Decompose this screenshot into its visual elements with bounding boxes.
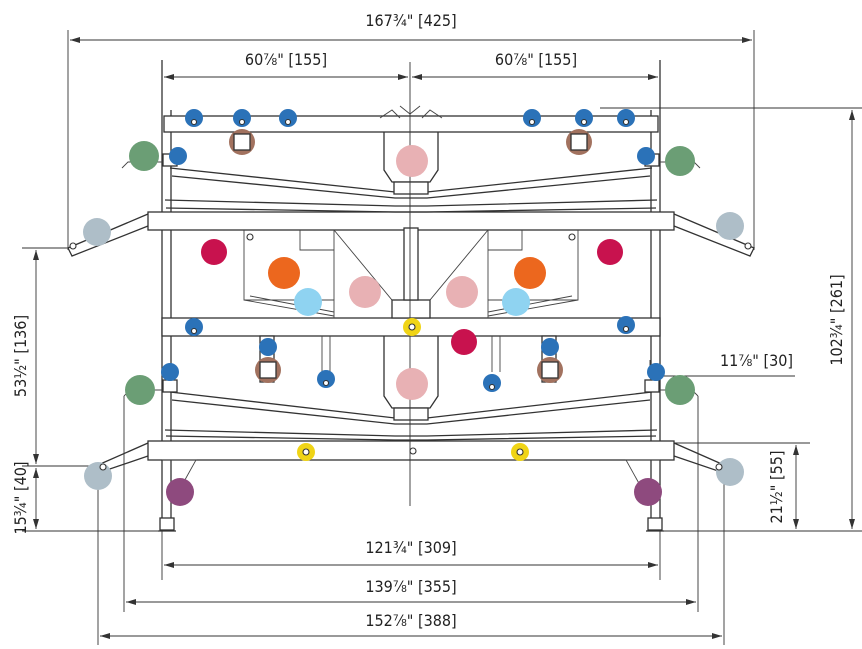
marker-pink (446, 276, 478, 308)
marker-blue (647, 363, 665, 381)
marker-blue (541, 338, 559, 356)
marker-green (129, 141, 159, 171)
marker-pink (349, 276, 381, 308)
markers-light-blue (294, 288, 530, 316)
inner-width-label: 121¾" [309] (365, 538, 456, 557)
marker-blue (575, 109, 593, 127)
markers-orange (268, 257, 546, 289)
marker-orange (268, 257, 300, 289)
marker-blue (637, 147, 655, 165)
right-half-label: 60⅞" [155] (495, 50, 577, 69)
marker-blue (279, 109, 297, 127)
markers-green (125, 141, 695, 405)
marker-green (665, 146, 695, 176)
marker-blue (523, 109, 541, 127)
marker-blue (185, 109, 203, 127)
total-height-label: 102¾" [261] (827, 274, 846, 365)
marker-blue (169, 147, 187, 165)
overall-width-label: 167¾" [425] (365, 11, 456, 30)
marker-crimson (201, 239, 227, 265)
marker-blue (317, 370, 335, 388)
left-base-height-label: 15¾" [40] (11, 462, 30, 535)
right-step-label: 11⅞" [30] (720, 351, 793, 370)
marker-green (125, 375, 155, 405)
marker-blue (161, 363, 179, 381)
outer-width-label: 152⅞" [388] (365, 611, 456, 630)
marker-grey (84, 462, 112, 490)
marker-blue (259, 338, 277, 356)
dimension-labels: 167¾" [425] 60⅞" [155] 60⅞" [155] 102¾" … (11, 11, 846, 630)
marker-light-blue (502, 288, 530, 316)
right-base-height-label: 21½" [55] (767, 451, 786, 524)
marker-pink (396, 368, 428, 400)
marker-pink (396, 145, 428, 177)
marker-blue (617, 316, 635, 334)
frame-structure (67, 60, 755, 532)
markers-pink (349, 145, 478, 400)
marker-purple (634, 478, 662, 506)
marker-blue (483, 374, 501, 392)
marker-blue (617, 109, 635, 127)
mid-width-label: 139⅞" [355] (365, 577, 456, 596)
dimension-lines (22, 30, 862, 645)
marker-grey (716, 458, 744, 486)
marker-blue (185, 318, 203, 336)
marker-blue (233, 109, 251, 127)
markers-blue (161, 109, 665, 392)
marker-light-blue (294, 288, 322, 316)
marker-orange (514, 257, 546, 289)
marker-grey (83, 218, 111, 246)
marker-grey (716, 212, 744, 240)
marker-crimson (451, 329, 477, 355)
markers-crimson (201, 239, 623, 355)
marker-crimson (597, 239, 623, 265)
left-half-label: 60⅞" [155] (245, 50, 327, 69)
markers-purple (166, 478, 662, 506)
marker-purple (166, 478, 194, 506)
left-mid-height-label: 53½" [136] (11, 315, 30, 397)
marker-green (665, 375, 695, 405)
fittings (69, 118, 752, 471)
